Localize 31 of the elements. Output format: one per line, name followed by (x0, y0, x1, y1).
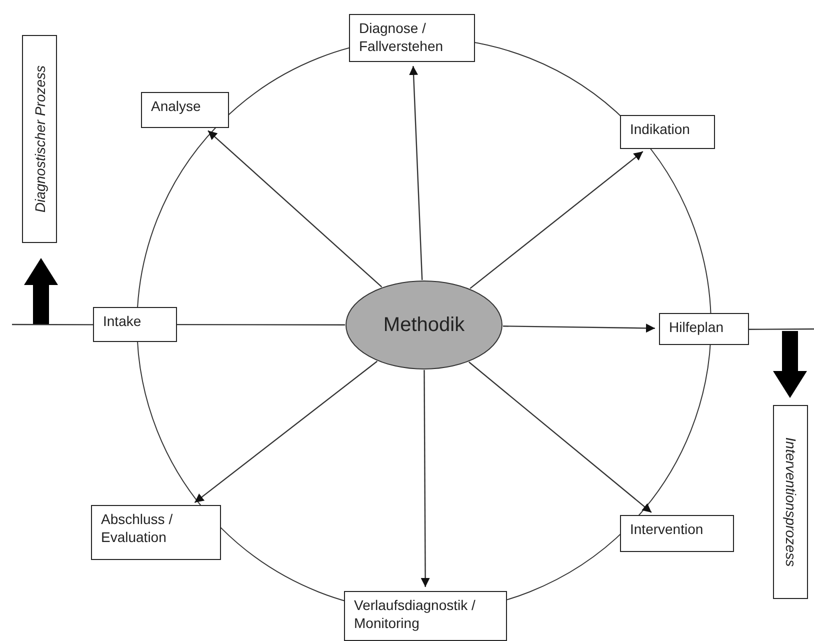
step-box (141, 92, 229, 128)
step-box (93, 307, 177, 342)
node-label: Diagnose / Fallverstehen (359, 19, 444, 55)
phase-box (22, 35, 57, 243)
arrow (409, 66, 423, 280)
node-label: Abschluss / Evaluation (101, 510, 174, 546)
node-label: Intervention (630, 520, 704, 538)
node-label: Methodik (383, 313, 465, 337)
arrow (194, 360, 378, 504)
arrow (470, 151, 644, 289)
node-label: Hilfeplan (669, 318, 724, 336)
node-label: Intake (103, 312, 142, 330)
arrow (208, 130, 382, 288)
step-box (91, 505, 221, 560)
node-label: Indikation (630, 120, 691, 138)
step-box (344, 591, 507, 641)
node-label: Analyse (151, 97, 202, 115)
phase-box (773, 405, 808, 599)
connector-line (177, 324, 345, 326)
arrow (420, 370, 430, 587)
arrow (468, 362, 652, 513)
connector-line (749, 328, 814, 330)
step-box (349, 14, 475, 62)
step-box (659, 313, 749, 345)
arrow (502, 324, 655, 333)
phase-label: Interventionsprozess (782, 437, 800, 567)
step-box (620, 115, 715, 149)
node-label: Verlaufsdiagnostik / Monitoring (354, 596, 476, 632)
step-box (620, 515, 734, 552)
phase-label: Diagnostischer Prozess (30, 65, 48, 213)
connector-line (12, 324, 93, 326)
